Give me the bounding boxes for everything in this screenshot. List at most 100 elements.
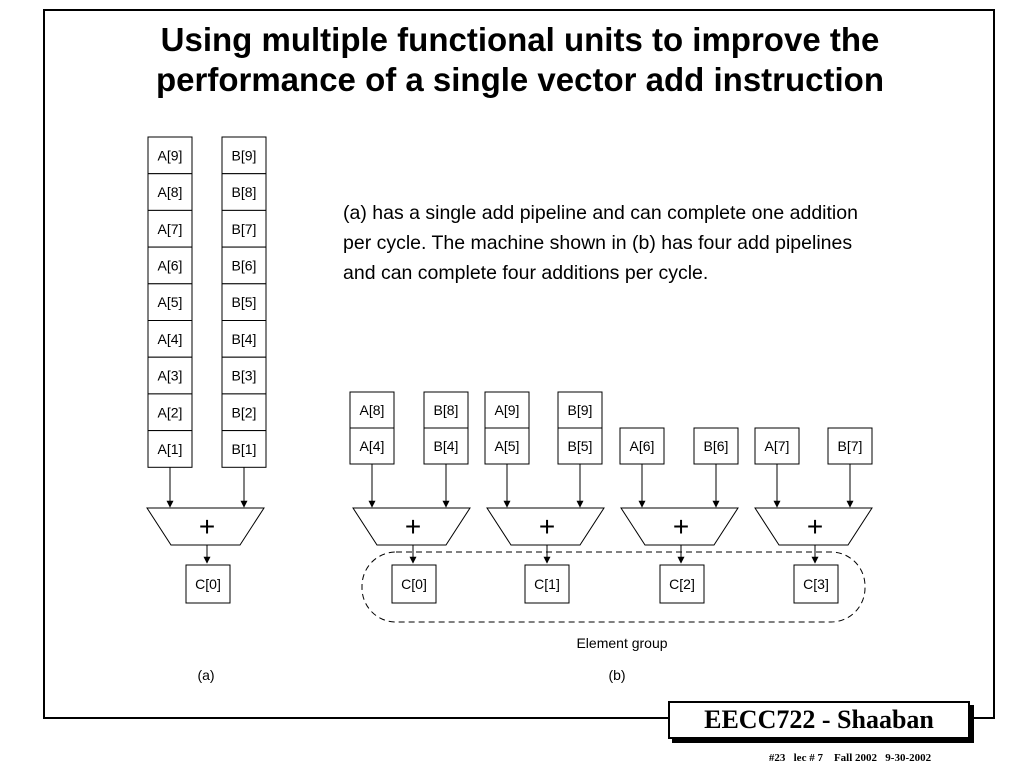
output-pipe-3-label: C[3] [803, 576, 829, 592]
a-column-cell-6-label: A[3] [158, 368, 183, 384]
a-column-cell-1-box [147, 173, 193, 211]
pipe0-b-cell-0-label: B[8] [434, 402, 459, 418]
title-line-2: performance of a single vector add instr… [156, 61, 884, 98]
caption-line-2: per cycle. The machine shown in (b) has … [343, 232, 853, 254]
machine-b-diagram: A[8] A[4] B[8] B[4] + C[0] A[9] A[5] B[9] B[5] + C[… [349, 391, 873, 683]
pipe0-a-cell-1-box [349, 427, 395, 465]
b-column-cell-5-box [221, 320, 267, 358]
pipe2-b-cell-0-label: B[6] [704, 438, 729, 454]
output-c0-a: C[0] [185, 564, 231, 604]
b-column-cell-6-box [221, 356, 267, 395]
b-column-cell-5-label: B[4] [232, 331, 257, 347]
caption-line-1: (a) has a single add pipeline and can co… [343, 202, 858, 224]
pipe0-a-cell-0-label: A[8] [360, 402, 385, 418]
b-column-cell-2-box [221, 209, 267, 248]
adder-pipe-1-operator: + [539, 511, 555, 542]
slide-title: Using multiple functional units to impro… [60, 20, 980, 100]
adder-pipe-3-shape [754, 507, 873, 546]
a-column-cell-1: A[8] [147, 173, 193, 211]
output-pipe-1-label: C[1] [534, 576, 560, 592]
b-column-cell-8: B[1] [221, 430, 267, 468]
pipe3-a-cell-0-label: A[7] [765, 438, 790, 454]
pipe2-a-cell-0-box [619, 427, 665, 465]
pipe0-b-cell-1-label: B[4] [434, 438, 459, 454]
pipe1-b-cell-1-label: B[5] [568, 438, 593, 454]
output-pipe-2-box [659, 564, 705, 604]
pipe1-a-cell-1-box [484, 427, 530, 465]
a-column-cell-8-label: A[1] [158, 441, 183, 457]
pipe0-b-cell-1-box [423, 427, 469, 465]
pipe1-a-cell-0-box [484, 391, 530, 429]
label-b: (b) [608, 667, 625, 683]
a-column-cell-0-label: A[9] [158, 147, 183, 163]
b-column-cell-4: B[5] [221, 283, 267, 321]
pipe1-b-cell-1: B[5] [557, 427, 603, 465]
output-pipe-1: C[1] [524, 564, 570, 604]
b-column-cell-7-box [221, 393, 267, 432]
pipe1-b-cell-0: B[9] [557, 391, 603, 429]
pipe1-a-cell-1-label: A[5] [495, 438, 520, 454]
b-column-cell-2-label: B[7] [232, 221, 257, 237]
a-column-cell-4: A[5] [147, 283, 193, 321]
a-column-cell-5-box [147, 320, 193, 358]
title-line-1: Using multiple functional units to impro… [160, 21, 880, 58]
b-column-cell-0-label: B[9] [232, 147, 257, 163]
a-column-cell-2-label: A[7] [158, 221, 183, 237]
b-column-cell-0: B[9] [221, 136, 267, 175]
adder-pipe-0: + [352, 507, 471, 546]
adder-pipe-1-shape [486, 507, 605, 546]
element-group-label: Element group [576, 635, 667, 651]
output-pipe-3-box [793, 564, 839, 604]
b-column-cell-7-label: B[2] [232, 404, 257, 420]
a-column-cell-1-label: A[8] [158, 184, 183, 200]
b-column-cell-1-box [221, 173, 267, 211]
a-column-cell-7-box [147, 393, 193, 432]
adder-pipe-3-operator: + [807, 511, 823, 542]
output-pipe-2-label: C[2] [669, 576, 695, 592]
a-column-cell-6: A[3] [147, 356, 193, 395]
adder-pipe-2-operator: + [673, 511, 689, 542]
output-pipe-3: C[3] [793, 564, 839, 604]
b-column-cell-1: B[8] [221, 173, 267, 211]
pipe1-a-cell-0-label: A[9] [495, 402, 520, 418]
output-pipe-0-box [391, 564, 437, 604]
a-column-cell-7-label: A[2] [158, 404, 183, 420]
pipe3-b-cell-0-label: B[7] [838, 438, 863, 454]
adder-pipe-0-shape [352, 507, 471, 546]
b-column-cell-2: B[7] [221, 209, 267, 248]
slide-frame [43, 9, 995, 719]
output-pipe-0: C[0] [391, 564, 437, 604]
adder-pipe-2: + [620, 507, 739, 546]
footer-info: #23 lec # 7 Fall 2002 9-30-2002 [768, 752, 932, 764]
pipe2-a-cell-0: A[6] [619, 427, 665, 465]
pipe0-a-cell-1-label: A[4] [360, 438, 385, 454]
b-column-cell-3: B[6] [221, 246, 267, 285]
a-column-cell-7: A[2] [147, 393, 193, 432]
b-column-cell-6: B[3] [221, 356, 267, 395]
output-pipe-0-label: C[0] [401, 576, 427, 592]
adder-pipe-2-shape [620, 507, 739, 546]
b-column-cell-1-label: B[8] [232, 184, 257, 200]
pipe3-b-cell-0-box [827, 427, 873, 465]
a-column-cell-0-box [147, 136, 193, 175]
pipe0-a-cell-0: A[8] [349, 391, 395, 429]
output-pipe-1-box [524, 564, 570, 604]
pipe0-b-cell-0: B[8] [423, 391, 469, 429]
adder-pipe-1: + [486, 507, 605, 546]
pipe1-b-cell-1-box [557, 427, 603, 465]
a-column-cell-2: A[7] [147, 209, 193, 248]
pipe3-b-cell-0: B[7] [827, 427, 873, 465]
a-column-cell-4-label: A[5] [158, 294, 183, 310]
pipe1-b-cell-0-label: B[9] [568, 402, 593, 418]
a-column-cell-5-label: A[4] [158, 331, 183, 347]
pipe3-a-cell-0: A[7] [754, 427, 800, 465]
caption-line-3: and can complete four additions per cycl… [343, 262, 709, 284]
pipe1-b-cell-0-box [557, 391, 603, 429]
pipe0-a-cell-0-box [349, 391, 395, 429]
b-column-cell-8-label: B[1] [232, 441, 257, 457]
pipe0-a-cell-1: A[4] [349, 427, 395, 465]
b-column-cell-5: B[4] [221, 320, 267, 358]
a-column-cell-8: A[1] [147, 430, 193, 468]
label-a: (a) [197, 667, 214, 683]
